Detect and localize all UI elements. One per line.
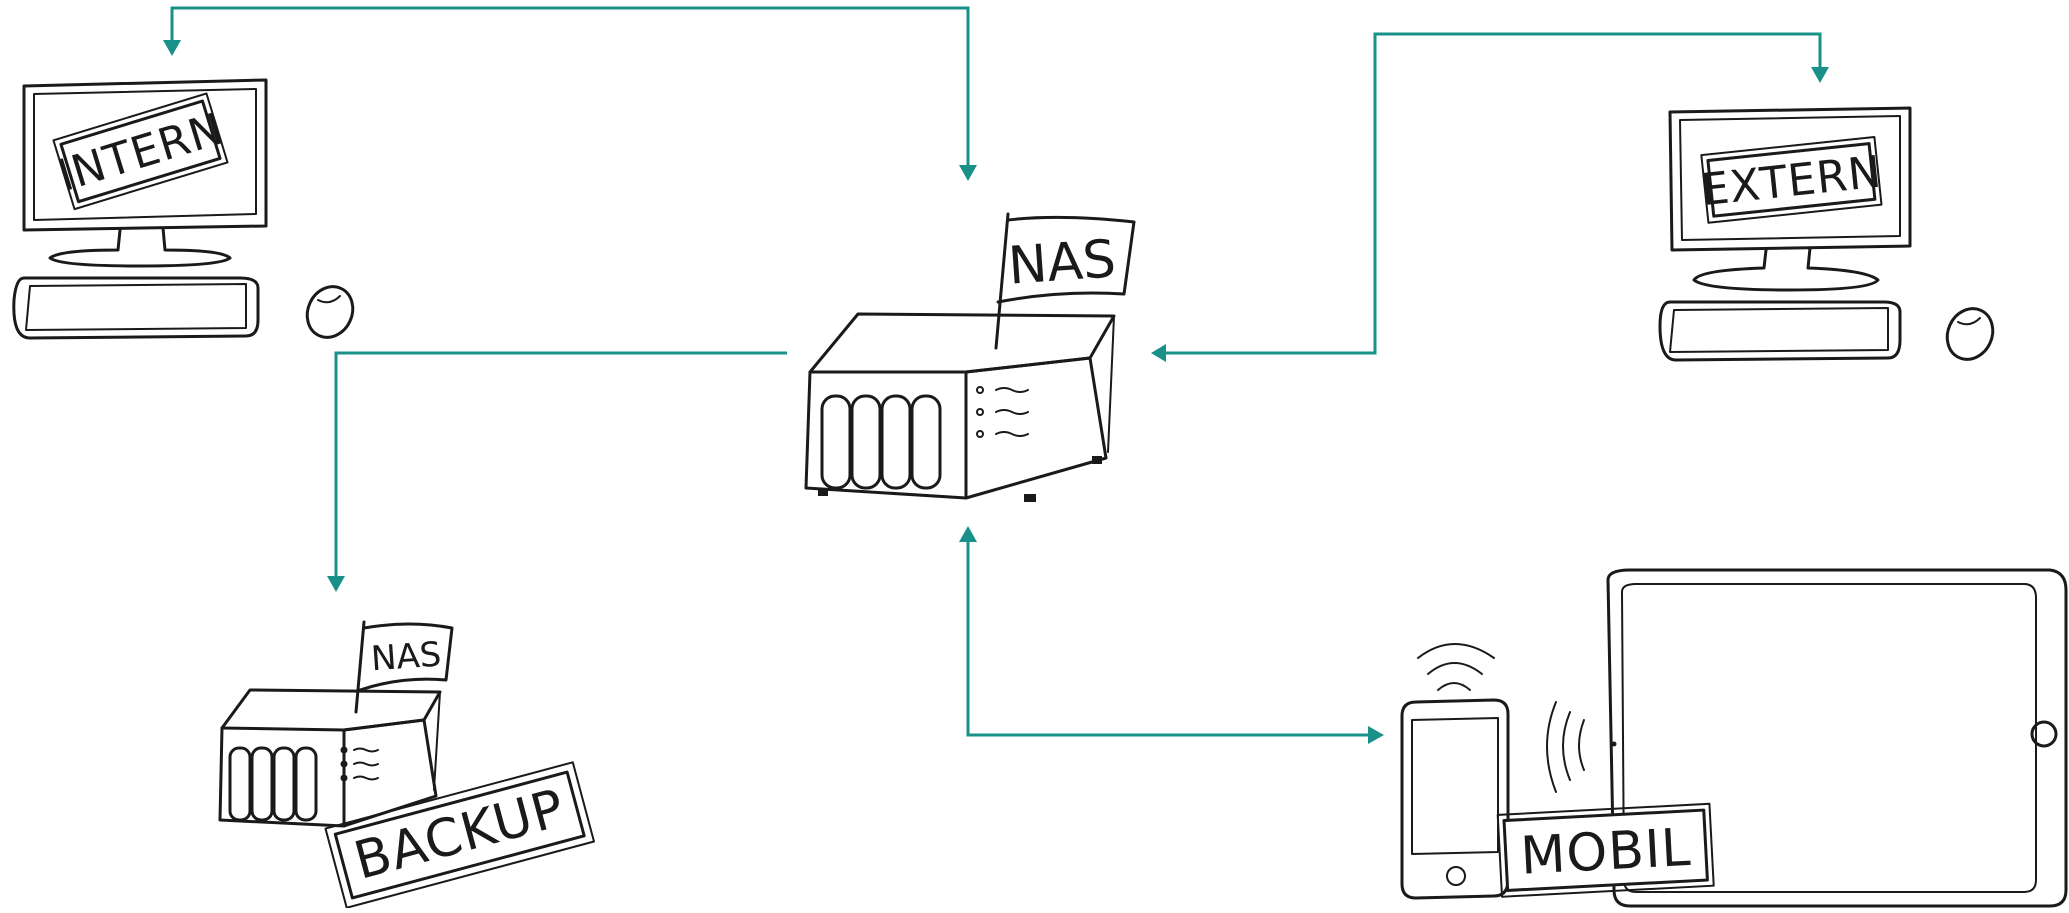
backup-label-box: BACKUP — [325, 762, 594, 907]
intern-computer: INTERN — [14, 80, 361, 345]
mobil-label: MOBIL — [1519, 818, 1693, 887]
nas-main: NAS — [806, 214, 1134, 502]
connector-nas-backup — [327, 353, 787, 592]
backup-label: BACKUP — [348, 778, 571, 892]
extern-label-box: EXTERN — [1698, 137, 1885, 224]
mobil-devices: MOBIL — [1402, 570, 2066, 906]
arrowhead-extern — [1811, 67, 1829, 83]
phone-tablet-icon — [1402, 570, 2066, 906]
arrowhead-nas-bottom — [959, 526, 977, 542]
arrowhead-nas-top — [959, 165, 977, 181]
intern-label-box: INTERN — [49, 92, 233, 211]
arrowhead-intern — [163, 40, 181, 56]
nas-backup-flag-label: NAS — [370, 635, 443, 680]
extern-computer: EXTERN — [1660, 108, 2001, 367]
connector-nas-mobil — [959, 526, 1384, 744]
connector-intern-nas — [163, 8, 977, 181]
arrowhead-backup — [327, 576, 345, 592]
mobil-label-box: MOBIL — [1498, 804, 1714, 897]
arrowhead-mobil — [1368, 726, 1384, 744]
nas-main-flag-label: NAS — [1006, 229, 1117, 296]
extern-label: EXTERN — [1699, 147, 1885, 217]
nas-backup: NAS BACKUP — [220, 622, 594, 908]
arrowhead-nas-right — [1151, 344, 1166, 362]
